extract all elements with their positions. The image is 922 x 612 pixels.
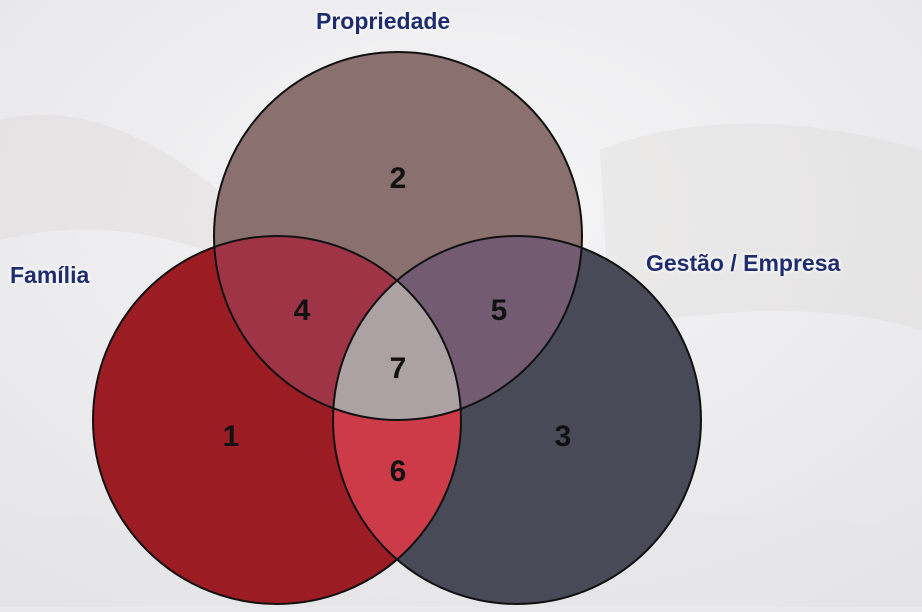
- label-familia: Família: [10, 262, 90, 288]
- region-number-4: 4: [294, 294, 311, 327]
- region-number-7: 7: [390, 352, 407, 385]
- region-number-3: 3: [555, 420, 572, 453]
- overlap-all-three: [333, 236, 461, 420]
- region-number-6: 6: [390, 455, 407, 488]
- region-number-1: 1: [223, 420, 240, 453]
- label-propriedade: Propriedade: [316, 8, 451, 34]
- region-number-2: 2: [390, 162, 407, 195]
- circle-outlines: [92, 51, 702, 605]
- label-gestao-empresa: Gestão / Empresa: [646, 250, 841, 276]
- region-number-5: 5: [491, 294, 508, 327]
